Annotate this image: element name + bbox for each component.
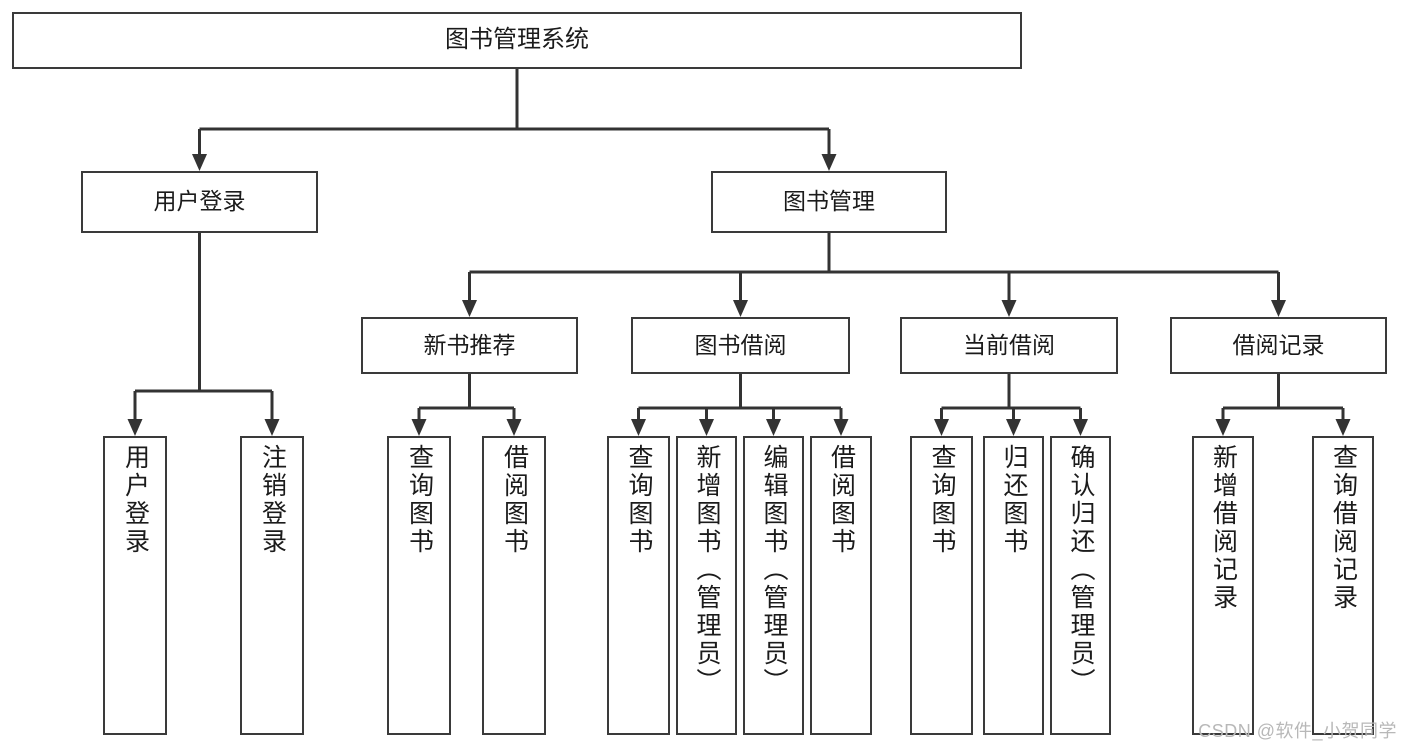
node-book-manage[interactable]: 图书管理 xyxy=(711,171,947,233)
node-leaf-return-book[interactable]: 归还图书 xyxy=(983,436,1044,735)
watermark: CSDN @软件_小贺同学 xyxy=(1198,721,1397,741)
node-label: 用户登录 xyxy=(153,188,246,215)
node-leaf-confirm-return[interactable]: 确认归还（管理员） xyxy=(1050,436,1111,735)
node-label: 新增图书（管理员） xyxy=(693,444,721,696)
node-borrow-record[interactable]: 借阅记录 xyxy=(1170,317,1387,374)
node-label: 借阅图书 xyxy=(500,444,529,556)
node-leaf-add-record[interactable]: 新增借阅记录 xyxy=(1192,436,1254,735)
node-label: 查询借阅记录 xyxy=(1329,444,1358,612)
node-label: 查询图书 xyxy=(928,444,956,556)
node-label: 新增借阅记录 xyxy=(1209,444,1238,612)
node-label: 图书管理 xyxy=(783,188,875,215)
node-label: 新书推荐 xyxy=(423,331,516,358)
node-label: 图书管理系统 xyxy=(445,26,589,54)
node-current-borrow[interactable]: 当前借阅 xyxy=(900,317,1118,374)
node-root[interactable]: 图书管理系统 xyxy=(12,12,1022,69)
node-leaf-logout[interactable]: 注销登录 xyxy=(240,436,304,735)
node-leaf-query-book-2[interactable]: 查询图书 xyxy=(607,436,670,735)
node-leaf-edit-book[interactable]: 编辑图书（管理员） xyxy=(743,436,804,735)
node-label: 确认归还（管理员） xyxy=(1067,444,1095,696)
node-leaf-borrow-book-1[interactable]: 借阅图书 xyxy=(482,436,546,735)
node-leaf-add-book[interactable]: 新增图书（管理员） xyxy=(676,436,737,735)
node-label: 查询图书 xyxy=(405,444,434,556)
node-label: 图书借阅 xyxy=(694,331,787,358)
node-user-login[interactable]: 用户登录 xyxy=(81,171,318,233)
node-label: 编辑图书（管理员） xyxy=(760,444,788,696)
node-label: 查询图书 xyxy=(625,444,653,556)
node-leaf-query-book-1[interactable]: 查询图书 xyxy=(387,436,451,735)
node-label: 当前借阅 xyxy=(963,331,1055,358)
node-new-book-rec[interactable]: 新书推荐 xyxy=(361,317,578,374)
node-label: 用户登录 xyxy=(121,444,150,556)
node-leaf-borrow-book-2[interactable]: 借阅图书 xyxy=(810,436,872,735)
node-label: 注销登录 xyxy=(258,444,287,556)
node-leaf-query-book-3[interactable]: 查询图书 xyxy=(910,436,973,735)
node-book-borrow[interactable]: 图书借阅 xyxy=(631,317,850,374)
node-leaf-user-login[interactable]: 用户登录 xyxy=(103,436,167,735)
node-label: 归还图书 xyxy=(1000,444,1028,556)
node-label: 借阅记录 xyxy=(1232,331,1325,358)
node-leaf-query-record[interactable]: 查询借阅记录 xyxy=(1312,436,1374,735)
node-label: 借阅图书 xyxy=(827,444,856,556)
